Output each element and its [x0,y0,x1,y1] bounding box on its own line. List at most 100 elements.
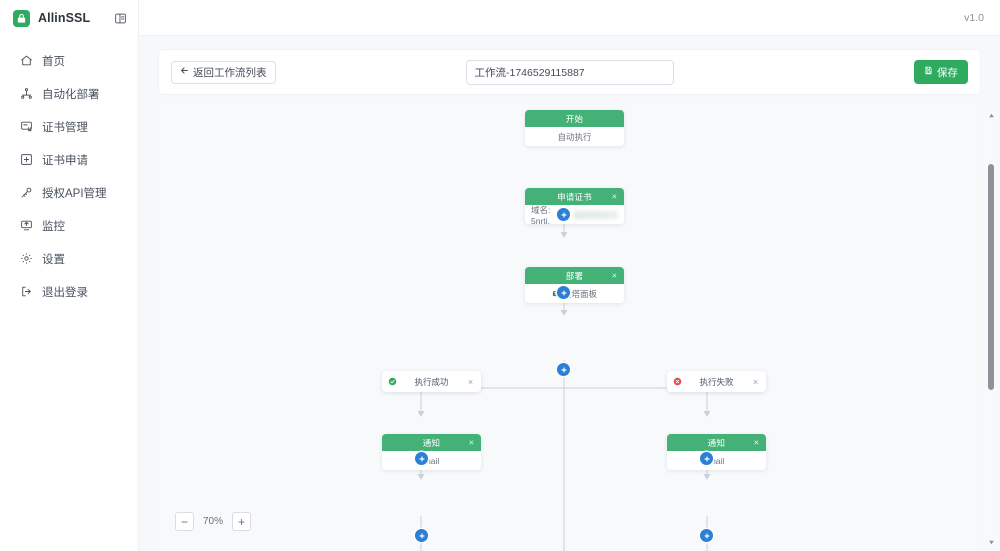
logout-icon [19,285,33,299]
node-header: 开始 [525,110,624,127]
node-title: 执行成功 [414,376,449,387]
zoom-out-button[interactable]: − [175,512,194,531]
flow-node-start[interactable]: 开始 自动执行 [525,110,624,146]
zoom-percent-label: 70% [203,516,224,527]
node-body: 宝塔面板 [525,284,624,303]
node-subtitle: 自动执行 [557,131,592,142]
add-node-button-after-notify-failure[interactable] [700,529,713,542]
home-icon [19,54,33,68]
sidebar-item-label: 授权API管理 [42,187,107,200]
flow-node-notify-success[interactable]: 通知 × mail [382,434,481,470]
content-area: 返回工作流列表 保存 [139,36,1000,551]
workflow-toolbar: 返回工作流列表 保存 [159,50,980,94]
plus-square-icon [19,153,33,167]
scrollbar-thumb[interactable] [988,164,994,390]
scrollbar-track[interactable] [984,122,998,535]
sidebar-item-label: 自动化部署 [42,88,100,101]
certificate-icon [19,120,33,134]
sidebar-item-monitor[interactable]: 监控 [0,209,138,242]
back-to-workflow-list-button[interactable]: 返回工作流列表 [171,60,276,84]
node-subtitle: mail [708,455,725,466]
sidebar-nav: 首页 自动化部署 [0,36,138,308]
node-header: 部署 × [525,267,624,284]
brand-name: AllinSSL [38,11,91,25]
sidebar-item-settings[interactable]: 设置 [0,242,138,275]
node-header: 通知 × [667,434,766,451]
sidebar: AllinSSL 首页 [0,0,139,551]
flow-node-notify-failure[interactable]: 通知 × mail [667,434,766,470]
save-disk-icon [924,66,933,78]
error-circle-icon [673,377,682,386]
redacted-domain-value [574,210,618,219]
bt-panel-icon [552,290,559,297]
add-node-button-after-apply-cert[interactable] [557,286,570,299]
sidebar-item-api-auth[interactable]: 授权API管理 [0,176,138,209]
add-node-button-after-branch-failure[interactable] [700,452,713,465]
sidebar-item-label: 证书申请 [42,154,88,167]
close-icon[interactable]: × [611,270,618,280]
zoom-controls: − 70% + [175,512,252,531]
canvas-scrollbar[interactable] [984,108,998,549]
add-node-button-after-deploy[interactable] [557,363,570,376]
sidebar-item-label: 首页 [42,55,65,68]
flow-node-branch-success[interactable]: 执行成功 × [382,371,481,392]
flow-node-deploy[interactable]: 部署 × 宝塔面板 [525,267,624,303]
brand-header: AllinSSL [0,0,138,36]
sitemap-icon [19,87,33,101]
node-title: 开始 [565,113,584,124]
sidebar-item-label: 证书管理 [42,121,88,134]
sidebar-item-label: 退出登录 [42,286,88,299]
close-icon[interactable]: × [468,437,475,447]
sidebar-item-label: 监控 [42,220,65,233]
sidebar-item-home[interactable]: 首页 [0,44,138,77]
sidebar-item-cert-manage[interactable]: 证书管理 [0,110,138,143]
lock-icon [13,9,30,27]
node-header: 通知 × [382,434,481,451]
sidebar-item-logout[interactable]: 退出登录 [0,275,138,308]
node-title: 通知 [707,437,726,448]
add-node-button-after-notify-success[interactable] [415,529,428,542]
close-icon[interactable]: × [467,376,474,387]
node-body: mail [382,451,481,470]
caret-down-icon[interactable] [984,535,998,549]
node-title: 申请证书 [557,191,592,202]
sidebar-item-label: 设置 [42,253,65,266]
node-title: 部署 [565,270,584,281]
node-body: mail [667,451,766,470]
node-subtitle: mail [423,455,440,466]
add-node-button-after-start[interactable] [557,208,570,221]
sidebar-collapse-icon[interactable] [112,10,128,26]
main-area: v1.0 返回工作流列表 [139,0,1000,551]
node-header: 申请证书 × [525,188,624,205]
node-title: 通知 [422,437,441,448]
top-bar: v1.0 [139,0,1000,36]
node-body: 自动执行 [525,127,624,146]
version-label: v1.0 [964,11,984,24]
save-button[interactable]: 保存 [914,60,968,84]
canvas-surface[interactable]: 开始 自动执行 申请证书 × 域名: 5nrtj. [159,102,980,551]
flow-node-apply-cert[interactable]: 申请证书 × 域名: 5nrtj. [525,188,624,224]
arrow-left-icon [180,66,189,78]
monitor-icon [19,219,33,233]
workflow-name-input[interactable] [465,59,674,85]
zoom-in-button[interactable]: + [232,512,252,531]
back-button-label: 返回工作流列表 [193,66,267,79]
add-node-button-after-branch-success[interactable] [415,452,428,465]
check-circle-icon [388,377,397,386]
close-icon[interactable]: × [753,437,760,447]
close-icon[interactable]: × [611,191,618,201]
node-title: 执行失败 [699,376,734,387]
gear-icon [19,252,33,266]
key-icon [19,186,33,200]
flow-connectors [417,203,711,551]
node-subtitle: 宝塔面板 [562,288,597,299]
flow-node-branch-failure[interactable]: 执行失败 × [667,371,766,392]
caret-up-icon[interactable] [984,108,998,122]
workflow-canvas[interactable]: 开始 自动执行 申请证书 × 域名: 5nrtj. [159,102,980,551]
sidebar-item-cert-apply[interactable]: 证书申请 [0,143,138,176]
save-button-label: 保存 [937,66,958,79]
node-subtitle: 域名: 5nrtj. [531,204,551,225]
close-icon[interactable]: × [752,376,759,387]
sidebar-item-automation[interactable]: 自动化部署 [0,77,138,110]
